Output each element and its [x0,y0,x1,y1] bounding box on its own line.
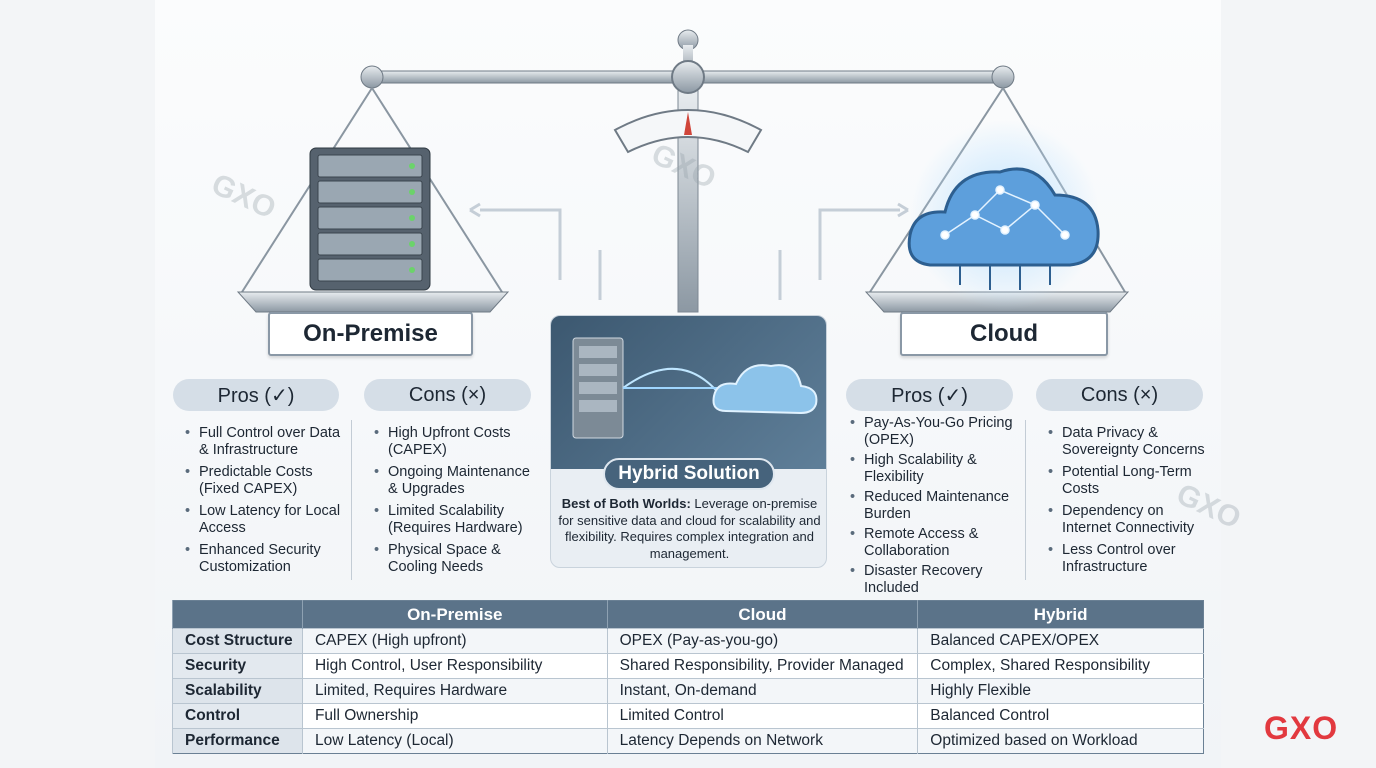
row-header: Security [172,653,303,679]
table-cell: Instant, On-demand [606,678,918,704]
divider [1025,420,1026,580]
list-item: Potential Long-Term Costs [1048,464,1213,497]
list-item: Disaster Recovery Included [850,563,1022,596]
row-header: Performance [172,728,303,754]
list-item: High Scalability & Flexibility [850,452,1022,485]
table-cell: Highly Flexible [917,678,1204,704]
pivot [671,60,705,94]
list-item: Physical Space & Cooling Needs [374,542,539,575]
column-header [172,600,303,629]
cloud-pros-list: Pay-As-You-Go Pricing (OPEX) High Scalab… [850,415,1022,602]
table-cell: Complex, Shared Responsibility [917,653,1204,679]
gxo-logo: GXO [1264,710,1339,746]
table-cell: Limited, Requires Hardware [301,678,608,704]
hybrid-illustration [551,316,826,469]
on-premise-cons-list: High Upfront Costs (CAPEX) Ongoing Maint… [374,425,539,581]
list-item: Remote Access & Collaboration [850,526,1022,559]
table-cell: Shared Responsibility, Provider Managed [606,653,918,679]
left-pan [236,291,510,313]
column-header: On-Premise [301,600,608,629]
server-icon [309,147,431,291]
table-cell: High Control, User Responsibility [301,653,608,679]
table-cell: Low Latency (Local) [301,728,608,754]
list-item: Low Latency for Local Access [185,503,350,536]
table-cell: OPEX (Pay-as-you-go) [606,628,918,654]
table-cell: Limited Control [606,703,918,729]
hybrid-lead: Best of Both Worlds: [561,496,691,511]
on-premise-pros-list: Full Control over Data & Infrastructure … [185,425,350,581]
table-cell: Optimized based on Workload [917,728,1204,754]
list-item: Dependency on Internet Connectivity [1048,503,1213,536]
on-premise-title: On-Premise [268,312,473,356]
table-cell: CAPEX (High upfront) [301,628,608,654]
table-cell: Balanced Control [917,703,1204,729]
cloud-cons-list: Data Privacy & Sovereignty Concerns Pote… [1048,425,1213,581]
list-item: Reduced Maintenance Burden [850,489,1022,522]
hybrid-solution-card: Hybrid Solution Best of Both Worlds: Lev… [550,315,827,568]
row-header: Cost Structure [172,628,303,654]
list-item: Less Control over Infrastructure [1048,542,1213,575]
column-header: Cloud [606,600,918,629]
list-item: Data Privacy & Sovereignty Concerns [1048,425,1213,458]
divider [351,420,352,580]
on-premise-pros-label: Pros (✓) [173,379,339,411]
row-header: Scalability [172,678,303,704]
table-cell: Latency Depends on Network [606,728,918,754]
cloud-pros-label: Pros (✓) [846,379,1013,411]
cloud-icon [907,120,1100,310]
hybrid-description: Best of Both Worlds: Leverage on-premise… [557,496,822,562]
table-header-row: On-Premise Cloud Hybrid [172,600,1204,629]
list-item: Full Control over Data & Infrastructure [185,425,350,458]
column-header: Hybrid [917,600,1204,629]
list-item: Limited Scalability (Requires Hardware) [374,503,539,536]
on-premise-cons-label: Cons (×) [364,379,531,411]
cloud-title: Cloud [900,312,1108,356]
list-item: Ongoing Maintenance & Upgrades [374,464,539,497]
list-item: Predictable Costs (Fixed CAPEX) [185,464,350,497]
row-header: Control [172,703,303,729]
list-item: Pay-As-You-Go Pricing (OPEX) [850,415,1022,448]
list-item: Enhanced Security Customization [185,542,350,575]
cloud-cons-label: Cons (×) [1036,379,1203,411]
hybrid-text: Leverage on-premise for sensitive data a… [558,496,821,561]
hybrid-title: Hybrid Solution [603,458,775,490]
table-cell: Full Ownership [301,703,608,729]
table-cell: Balanced CAPEX/OPEX [917,628,1204,654]
list-item: High Upfront Costs (CAPEX) [374,425,539,458]
